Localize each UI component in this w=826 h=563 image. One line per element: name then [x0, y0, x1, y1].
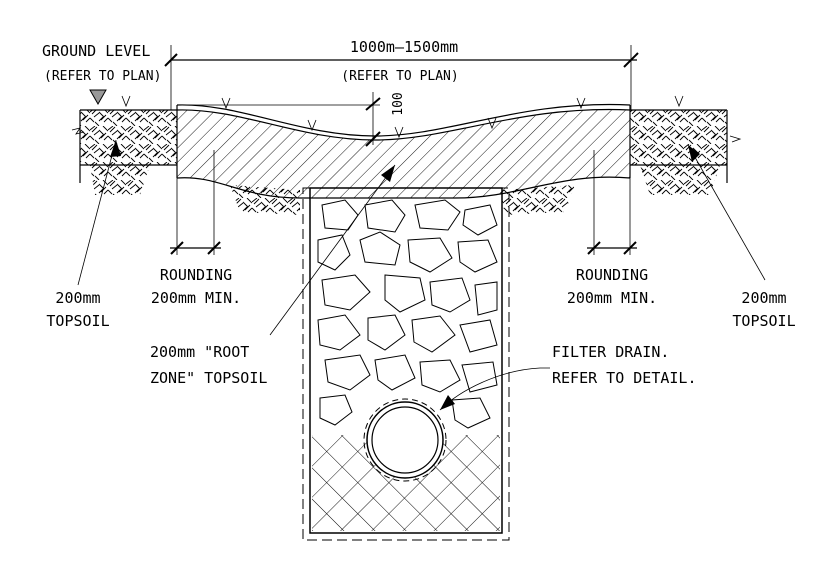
root-zone-topsoil: [176, 103, 631, 199]
rounding-right-value: 200mm MIN.: [567, 289, 657, 307]
topsoil-left-value: 200mm: [55, 289, 100, 307]
width-dimension-label: 1000m—1500mm: [350, 38, 458, 56]
refer-to-plan-center-label: (REFER TO PLAN): [341, 69, 458, 84]
filter-drain-label-line1: FILTER DRAIN.: [552, 343, 669, 361]
topsoil-right-value: 200mm: [741, 289, 786, 307]
rounding-dimension-right: [587, 150, 637, 255]
grass-marks: [121, 95, 684, 139]
rounding-dimension-left: [170, 150, 221, 255]
gravel-stones: [317, 199, 498, 429]
ground-level-marker: [89, 89, 107, 106]
leader-lines: [77, 139, 766, 411]
refer-to-plan-left-label: (REFER TO PLAN): [44, 69, 161, 84]
filter-drain-label-line2: REFER TO DETAIL.: [552, 369, 697, 387]
root-zone-label-line2: ZONE" TOPSOIL: [150, 369, 267, 387]
root-zone-label-line1: 200mm "ROOT: [150, 343, 249, 361]
width-dimension-line: [164, 45, 639, 110]
rounding-left-value: 200mm MIN.: [151, 289, 241, 307]
rounding-right-label: ROUNDING: [576, 266, 648, 284]
rounding-left-label: ROUNDING: [160, 266, 232, 284]
depth-dimension: [177, 92, 381, 147]
topsoil-left-label: TOPSOIL: [46, 312, 109, 330]
existing-topsoil-left: [71, 110, 177, 166]
ground-level-label: GROUND LEVEL: [42, 42, 150, 60]
existing-topsoil-right: [630, 110, 742, 166]
topsoil-right-label: TOPSOIL: [732, 312, 795, 330]
filter-trench: [302, 187, 510, 541]
filter-drain-pipe: [363, 398, 447, 482]
depth-dimension-label: 100: [391, 92, 406, 115]
